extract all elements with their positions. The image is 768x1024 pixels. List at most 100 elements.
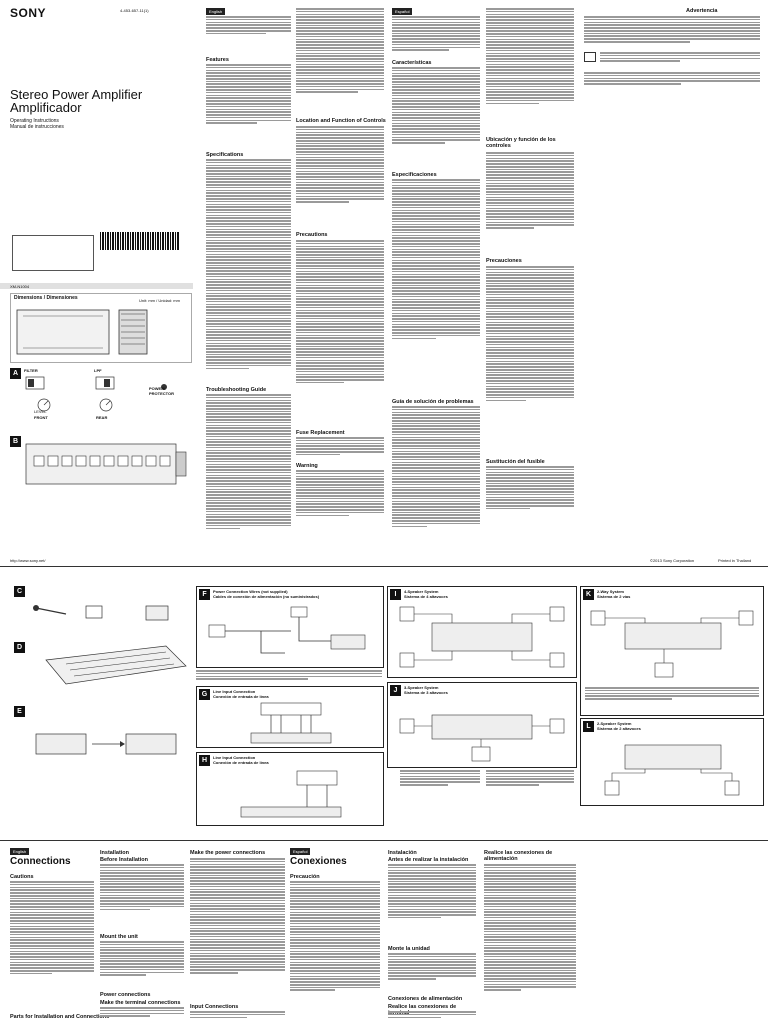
lpf-label: LPF — [94, 368, 102, 373]
terminal-connections-heading: Make the terminal connections — [100, 1000, 181, 1006]
part-number: 4-453-657-11(1) — [120, 8, 149, 13]
panel-k-label: K — [583, 589, 594, 600]
sustitucion-heading: Sustitución del fusible — [486, 459, 545, 465]
panel-l-title-en: 2-Speaker System — [597, 721, 632, 726]
panel-i-drawing — [399, 606, 565, 668]
panel-l: L 2-Speaker System Sistema de 2 altavoce… — [580, 718, 764, 806]
bottom-espanol-tab: Español — [290, 848, 311, 855]
input-connections-heading: Input Connections — [190, 1004, 239, 1010]
mount-unit-heading: Mount the unit — [100, 934, 138, 940]
precautions-text — [296, 240, 384, 385]
caracteristicas-text — [392, 67, 480, 145]
front-label: FRONT — [34, 415, 48, 420]
subtitle-es: Manual de instrucciones — [10, 124, 64, 130]
dimensions-panel: Dimensions / Dimensiones Unit: mm / Unid… — [10, 293, 192, 363]
cautions-text — [10, 881, 94, 976]
panel-i-title-es: Sistema de 4 altavoces — [404, 594, 448, 599]
make-power-connections-text — [190, 858, 285, 975]
col3-intro-text — [392, 16, 480, 52]
before-installation-text — [100, 864, 184, 911]
panel-g-drawing — [250, 702, 332, 744]
panel-b-label: B — [10, 436, 21, 447]
panel-k-title-en: 2-Way System — [597, 589, 624, 594]
dimensions-drawing — [16, 309, 148, 355]
panel-f: F Power Connection Wires (not supplied) … — [196, 586, 384, 668]
panel-a-controls: FILTER LPF LEVEL FRONT REAR POWER/ PROTE… — [24, 368, 190, 428]
panel-g-title-en: Line Input Connection — [213, 689, 256, 694]
guia-problemas-heading: Guía de solución de problemas — [392, 399, 474, 405]
precautions-heading: Precautions — [296, 232, 328, 238]
parts-heading: Parts for Installation and Connections — [10, 1014, 110, 1020]
installation-heading: Installation — [100, 850, 130, 856]
advertencia-text — [584, 16, 760, 44]
monte-unidad-text — [388, 953, 476, 981]
conexiones-title: Conexiones — [290, 856, 347, 867]
panel-i: I 4-Speaker System Sistema de 4 altavoce… — [387, 586, 577, 678]
guia-problemas-text — [392, 406, 480, 528]
panel-e-label: E — [14, 706, 25, 717]
panel-j-notes-es — [486, 770, 574, 787]
features-text — [206, 64, 291, 125]
panel-h-title-es: Conexión de entrada de línea — [213, 760, 269, 765]
monte-unidad-heading: Monte la unidad — [388, 946, 430, 952]
precauciones-heading: Precauciones — [486, 258, 522, 264]
panel-j-drawing — [399, 714, 565, 762]
panel-d-label: D — [14, 642, 25, 653]
especificaciones-text — [392, 179, 480, 340]
location-controls-heading: Location and Function of Controls — [296, 118, 386, 124]
panel-j-title-en: 3-Speaker System — [404, 685, 439, 690]
caracteristicas-heading: Características — [392, 60, 432, 66]
specifications-text — [206, 159, 291, 370]
panel-c-drawing — [33, 605, 169, 621]
col4-top-text — [486, 8, 574, 105]
bottom-english-tab: English — [10, 848, 30, 855]
panel-f-title-en: Power Connection Wires (not supplied) — [213, 589, 288, 594]
panel-k-drawing — [590, 610, 754, 678]
panel-g-label: G — [199, 689, 210, 700]
rear-label: REAR — [96, 415, 108, 420]
notice-sticker — [12, 235, 94, 271]
brand-logo: SONY — [10, 6, 47, 20]
panel-f-drawing — [208, 606, 366, 654]
precaucion-text — [290, 881, 380, 992]
panel-k-notes — [585, 687, 759, 701]
model-band — [0, 283, 193, 289]
sustitucion-text — [486, 466, 574, 511]
subtitle-en: Operating Instructions — [10, 118, 59, 124]
panel-h-label: H — [199, 755, 210, 766]
realice-alimentacion-heading: Realice las conexiones de alimentación — [484, 850, 553, 862]
col1-intro-text — [206, 16, 291, 35]
panel-h-title-en: Line Input Connection — [213, 755, 256, 760]
input-connections-text — [190, 1011, 285, 1019]
panel-g: G Line Input Connection Conexión de entr… — [196, 686, 384, 748]
model-number: XM-N1004 — [10, 284, 30, 289]
printed-in: Printed in Thailand — [718, 558, 752, 563]
antes-instalacion-text — [388, 864, 476, 920]
panel-k-title-es: Sistema de 2 vías — [597, 594, 631, 599]
advertencia-footer — [584, 72, 760, 86]
fuse-replacement-heading: Fuse Replacement — [296, 430, 345, 436]
ubicacion-heading: Ubicación y función de los controles — [486, 137, 556, 149]
panel-j-label: J — [390, 685, 401, 696]
warning-heading: Warning — [296, 463, 318, 469]
panel-c-label: C — [14, 586, 25, 597]
panel-g-title-es: Conexión de entrada de línea — [213, 694, 269, 699]
power-protector-label: POWER/ PROTECTOR — [149, 386, 175, 396]
advertencia-note — [600, 52, 760, 63]
location-controls-text — [296, 126, 384, 204]
advertencia-heading: Advertencia — [686, 8, 718, 14]
troubleshooting-heading: Troubleshooting Guide — [206, 387, 267, 393]
conexiones-terminal-heading: Realice las conexiones de terminal — [388, 1004, 457, 1016]
especificaciones-heading: Especificaciones — [392, 172, 437, 178]
col2-top-text — [296, 8, 384, 94]
power-connections-heading: Power connections — [100, 992, 151, 998]
conexiones-terminal-text — [388, 1011, 476, 1019]
fuse-text — [296, 437, 384, 456]
panel-e-drawing — [35, 733, 177, 755]
title-es: Amplificador — [10, 100, 82, 115]
panel-i-label: I — [390, 589, 401, 600]
sony-url: http://www.sony.net/ — [10, 558, 46, 563]
dimensions-unit: Unit: mm / Unidad: mm — [139, 298, 180, 303]
make-power-connections-heading: Make the power connections — [190, 850, 266, 856]
panel-f-notes — [196, 670, 382, 681]
